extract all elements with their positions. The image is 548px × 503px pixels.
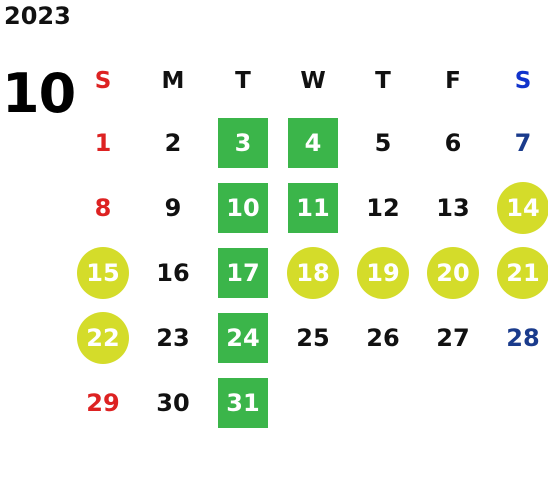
day-cell: 16: [138, 240, 208, 305]
day-number[interactable]: 12: [366, 193, 400, 222]
day-number[interactable]: 20: [427, 246, 479, 299]
day-cell: 30: [138, 370, 208, 435]
day-number[interactable]: 28: [506, 323, 540, 352]
day-cell: 31: [208, 370, 278, 435]
day-number[interactable]: 6: [444, 128, 462, 157]
day-cell: 27: [418, 305, 488, 370]
weekday-header-monday: M: [161, 68, 185, 94]
day-number[interactable]: 29: [86, 388, 120, 417]
day-number[interactable]: 3: [218, 117, 268, 168]
day-cell: 3: [208, 110, 278, 175]
day-number[interactable]: 7: [514, 128, 532, 157]
day-number[interactable]: 26: [366, 323, 400, 352]
day-number[interactable]: 22: [77, 311, 129, 364]
day-number[interactable]: 24: [218, 312, 268, 363]
day-cell: 22: [68, 305, 138, 370]
day-cell: 12: [348, 175, 418, 240]
day-number[interactable]: 14: [497, 181, 548, 234]
weekday-header-tuesday: T: [235, 68, 251, 94]
day-number[interactable]: 21: [497, 246, 548, 299]
day-cell: 23: [138, 305, 208, 370]
day-cell: 14: [488, 175, 548, 240]
day-cell: 11: [278, 175, 348, 240]
day-cell: 15: [68, 240, 138, 305]
day-cell: 26: [348, 305, 418, 370]
day-cell: [348, 370, 418, 435]
day-number[interactable]: 27: [436, 323, 470, 352]
day-cell: 25: [278, 305, 348, 370]
day-number[interactable]: 4: [288, 117, 338, 168]
weekday-header-friday: F: [445, 68, 461, 94]
day-number[interactable]: 9: [164, 193, 182, 222]
day-cell: 2: [138, 110, 208, 175]
day-cell: 18: [278, 240, 348, 305]
day-number[interactable]: 5: [374, 128, 392, 157]
day-number[interactable]: 19: [357, 246, 409, 299]
calendar-year: 2023: [4, 2, 71, 30]
day-number[interactable]: 11: [288, 182, 338, 233]
day-cell: 13: [418, 175, 488, 240]
day-cell: 19: [348, 240, 418, 305]
day-number[interactable]: 23: [156, 323, 190, 352]
day-number[interactable]: 2: [164, 128, 182, 157]
day-cell: 9: [138, 175, 208, 240]
day-cell: 10: [208, 175, 278, 240]
day-number[interactable]: 18: [287, 246, 339, 299]
day-cell: 6: [418, 110, 488, 175]
day-cell: [488, 370, 548, 435]
day-number[interactable]: 16: [156, 258, 190, 287]
day-number[interactable]: 15: [77, 246, 129, 299]
day-number[interactable]: 30: [156, 388, 190, 417]
day-cell: 21: [488, 240, 548, 305]
day-cell: 28: [488, 305, 548, 370]
calendar-month: 10: [2, 62, 76, 125]
day-cell: 29: [68, 370, 138, 435]
day-number[interactable]: 13: [436, 193, 470, 222]
day-cell: 20: [418, 240, 488, 305]
day-cell: 8: [68, 175, 138, 240]
weekday-header-sunday: S: [94, 68, 112, 94]
day-number[interactable]: 25: [296, 323, 330, 352]
day-number[interactable]: 8: [94, 193, 112, 222]
day-cell: [418, 370, 488, 435]
day-cell: [278, 370, 348, 435]
day-number[interactable]: 31: [218, 377, 268, 428]
day-cell: 4: [278, 110, 348, 175]
day-cell: 1: [68, 110, 138, 175]
day-number[interactable]: 10: [218, 182, 268, 233]
day-cell: 7: [488, 110, 548, 175]
day-number[interactable]: 1: [94, 128, 112, 157]
weekday-header-wednesday: W: [300, 68, 326, 94]
day-number[interactable]: 17: [218, 247, 268, 298]
weekday-header-saturday: S: [514, 68, 532, 94]
day-cell: 5: [348, 110, 418, 175]
day-cell: 24: [208, 305, 278, 370]
day-cell: 17: [208, 240, 278, 305]
weekday-header-thursday: T: [375, 68, 391, 94]
